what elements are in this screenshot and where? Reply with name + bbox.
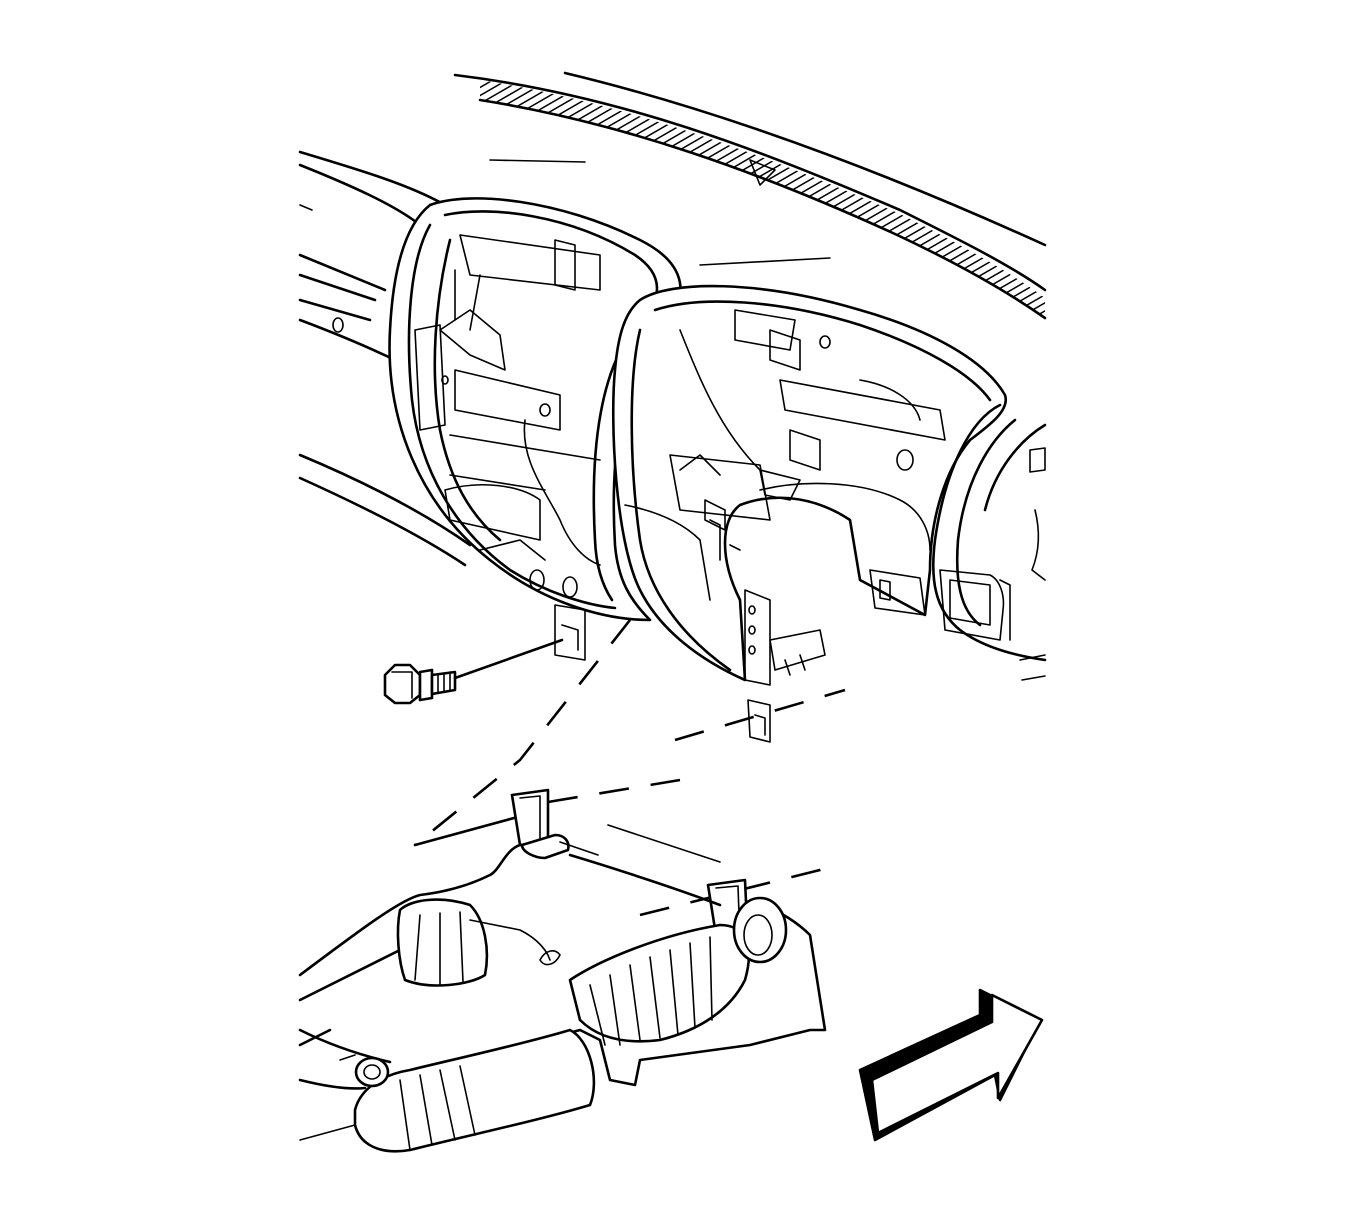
dash-left-section	[298, 150, 472, 567]
front-arrow-icon	[858, 988, 1044, 1142]
windshield-edge	[453, 71, 1047, 320]
instrument-panel-lower-trim	[298, 788, 827, 1153]
bolt-icon	[383, 638, 564, 705]
trim-rib-center	[568, 923, 751, 1046]
retainer-clip-left	[510, 788, 570, 860]
trim-rib-left	[396, 898, 551, 987]
cluster-bezel-center	[611, 257, 1008, 682]
mounting-brackets-upper	[554, 589, 826, 743]
trim-front-edge	[299, 1028, 596, 1153]
cluster-bezel-left	[388, 159, 682, 622]
trim-boss-right	[732, 896, 788, 964]
alignment-lines	[413, 619, 846, 917]
instrument-panel-upper	[298, 71, 1047, 743]
cluster-bezel-right	[869, 403, 1047, 681]
